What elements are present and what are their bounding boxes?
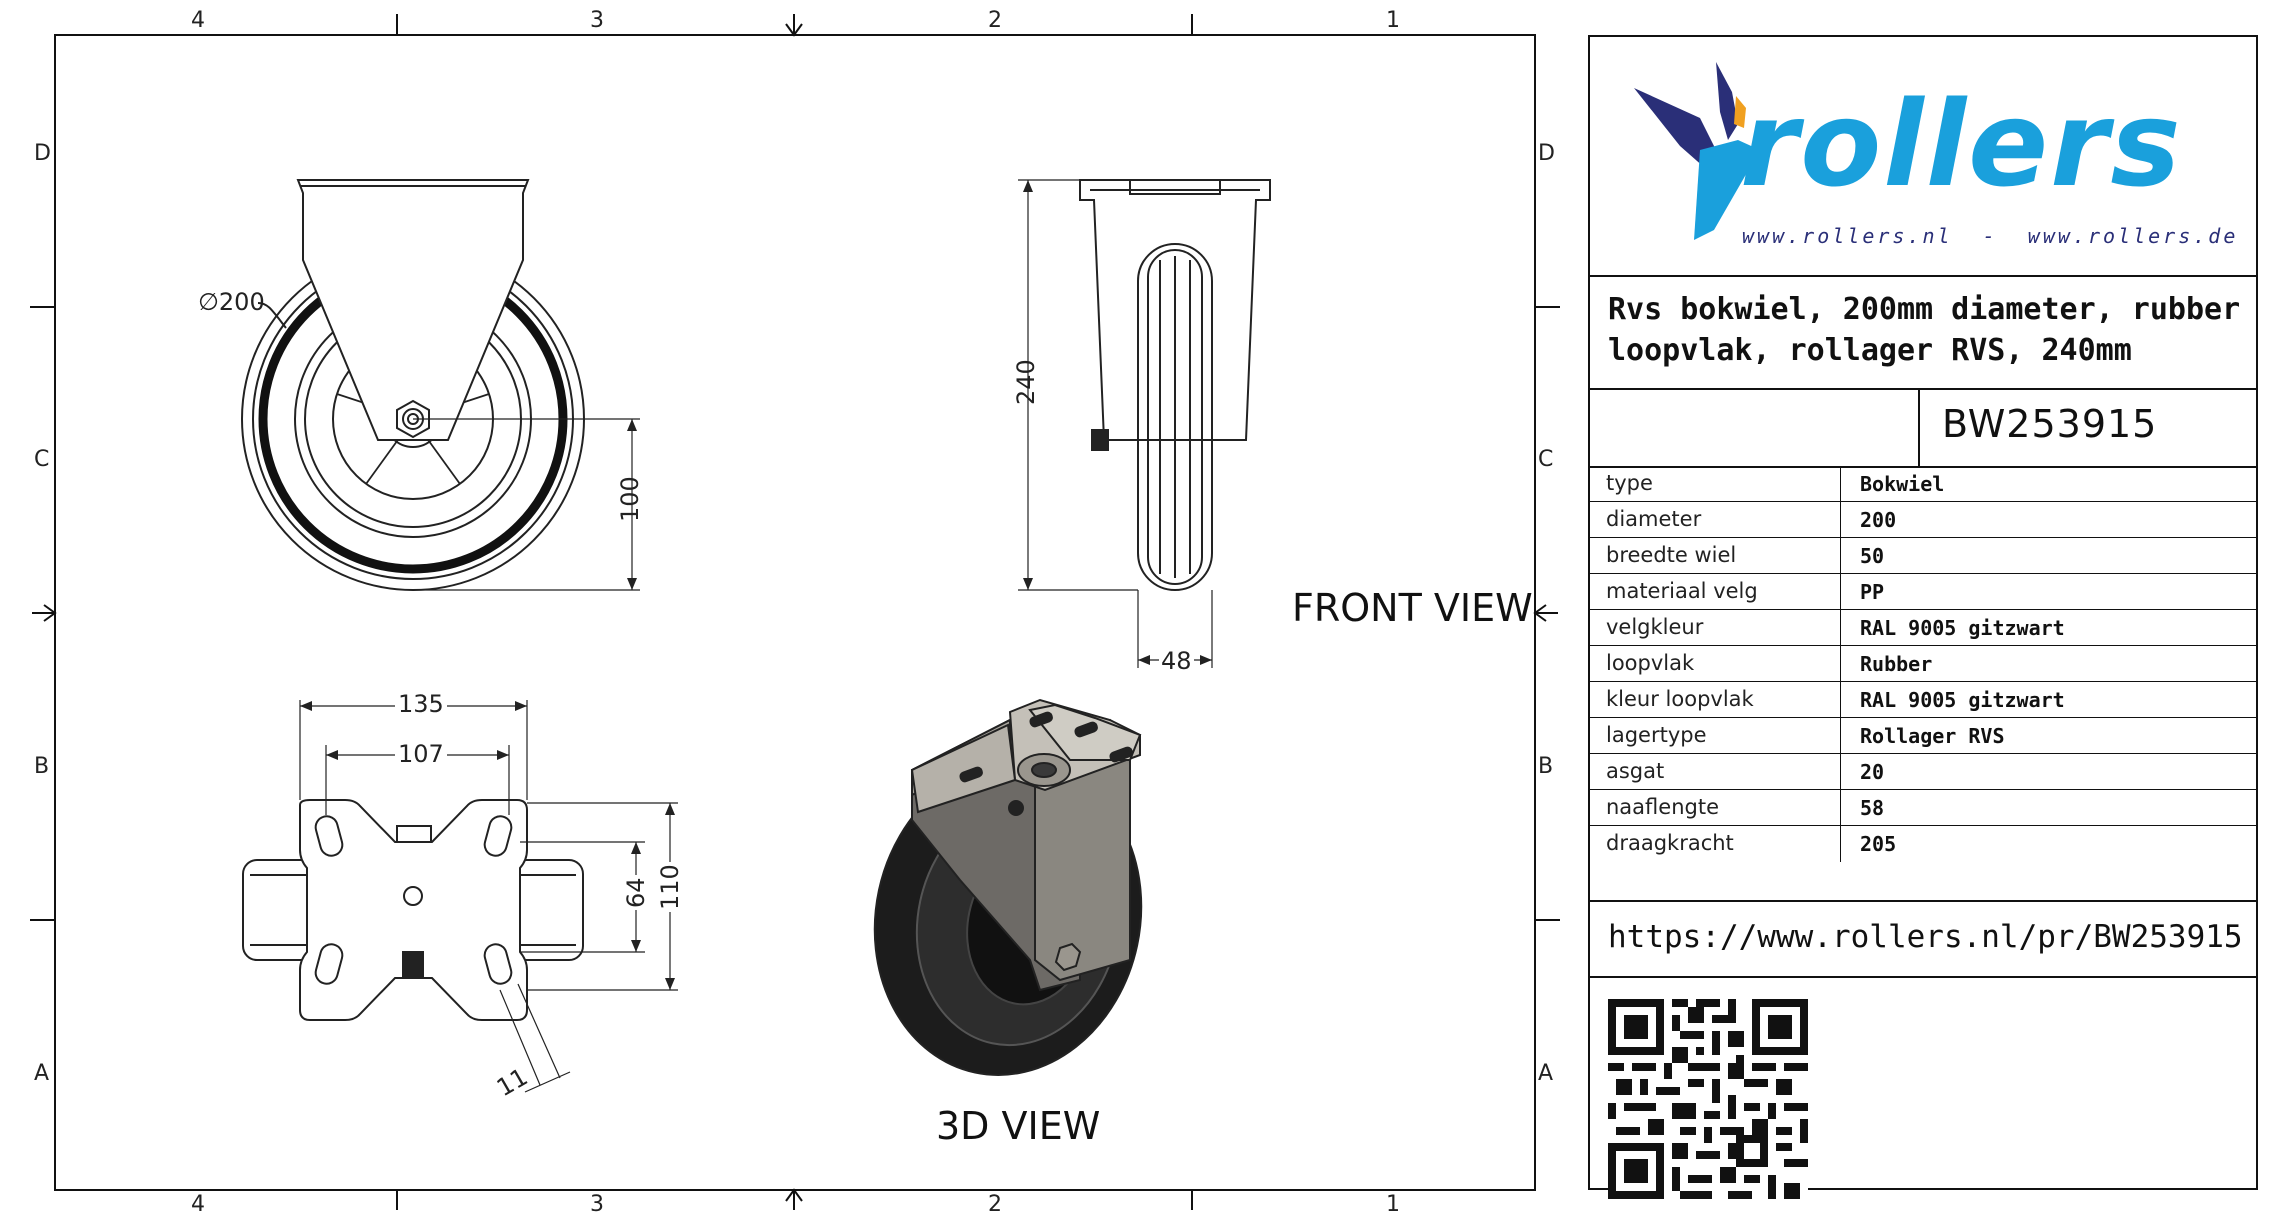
spec-value: RAL 9005 gitzwart — [1860, 688, 2065, 712]
dim-plate-depth: 110 — [656, 862, 684, 912]
product-title-line-2: loopvlak, rollager RVS, 240mm — [1608, 333, 2132, 368]
spec-key: velgkleur — [1606, 615, 1704, 639]
zone-col-3-top: 3 — [590, 8, 604, 33]
spec-value: 20 — [1860, 760, 1885, 784]
side-view-dim-arrows — [627, 419, 637, 590]
zone-col-1-top: 1 — [1386, 8, 1400, 33]
spec-key: materiaal velg — [1606, 579, 1758, 603]
logo-panel: rollers www.rollers.nl - www.rollers.de — [1590, 37, 2256, 277]
iso-view-label: 3D VIEW — [936, 1104, 1101, 1148]
zone-col-2-bottom: 2 — [988, 1192, 1002, 1217]
spec-row: loopvlak Rubber — [1590, 646, 2256, 682]
product-url[interactable]: https://www.rollers.nl/pr/BW253915 — [1590, 900, 2256, 978]
dim-diameter: ∅200 — [198, 288, 265, 316]
front-view-dim-arrows — [1023, 180, 1212, 665]
spec-row: kleur loopvlak RAL 9005 gitzwart — [1590, 682, 2256, 718]
zone-row-b-right: B — [1538, 754, 1554, 779]
spec-row: diameter 200 — [1590, 502, 2256, 538]
zone-ticks — [30, 14, 1560, 1210]
spec-row: materiaal velg PP — [1590, 574, 2256, 610]
zone-col-4-bottom: 4 — [191, 1192, 205, 1217]
spec-value: PP — [1860, 580, 1885, 604]
zone-col-3-bottom: 3 — [590, 1192, 604, 1217]
product-title-line-1: Rvs bokwiel, 200mm diameter, rubber — [1608, 292, 2241, 327]
dim-hole-spacing-y: 64 — [622, 875, 650, 910]
zone-row-d-left: D — [34, 141, 51, 166]
spec-value: 50 — [1860, 544, 1885, 568]
dim-total-height: 240 — [1012, 359, 1040, 405]
center-marks — [32, 14, 1558, 1210]
spec-row: draagkracht 205 — [1590, 826, 2256, 862]
dim-wheel-width: 48 — [1159, 647, 1194, 675]
front-view-label: FRONT VIEW — [1292, 586, 1533, 630]
spec-row: type Bokwiel — [1590, 466, 2256, 502]
zone-row-a-right: A — [1538, 1061, 1554, 1086]
spec-value: 58 — [1860, 796, 1885, 820]
zone-row-a-left: A — [34, 1061, 50, 1086]
spec-value: Rollager RVS — [1860, 724, 2005, 748]
zone-row-b-left: B — [34, 754, 50, 779]
spec-row: breedte wiel 50 — [1590, 538, 2256, 574]
spec-key: loopvlak — [1606, 651, 1695, 675]
spec-value: Bokwiel — [1860, 472, 1945, 496]
spec-key: naaflengte — [1606, 795, 1719, 819]
iso-view — [873, 698, 1143, 1076]
qr-code — [1608, 999, 1808, 1199]
spec-row: lagertype Rollager RVS — [1590, 718, 2256, 754]
article-code-divider — [1918, 390, 1920, 466]
spec-value: RAL 9005 gitzwart — [1860, 616, 2065, 640]
front-view — [1018, 179, 1271, 668]
spec-key: draagkracht — [1606, 831, 1734, 855]
article-code-row: BW253915 — [1590, 390, 2256, 468]
spec-value: 200 — [1860, 508, 1897, 532]
zone-row-c-left: C — [34, 447, 50, 472]
spec-key: kleur loopvlak — [1606, 687, 1754, 711]
side-view — [241, 179, 640, 591]
product-title: Rvs bokwiel, 200mm diameter, rubber loop… — [1590, 275, 2256, 390]
title-block: rollers www.rollers.nl - www.rollers.de … — [1588, 35, 2258, 1199]
spec-row: velgkleur RAL 9005 gitzwart — [1590, 610, 2256, 646]
zone-row-d-right: D — [1538, 141, 1555, 166]
zone-row-c-right: C — [1538, 447, 1554, 472]
spec-key: type — [1606, 471, 1653, 495]
zone-col-1-bottom: 1 — [1386, 1192, 1400, 1217]
rollers-logo — [1634, 62, 1760, 240]
zone-col-4-top: 4 — [191, 8, 205, 33]
brand-wordmark: rollers — [1740, 75, 2183, 213]
spec-value: 205 — [1860, 832, 1897, 856]
dim-hole-spacing-x: 107 — [395, 740, 447, 768]
dim-plate-width: 135 — [395, 690, 447, 718]
top-view-dim-arrows — [300, 701, 675, 990]
brand-websites: www.rollers.nl - www.rollers.de — [1742, 224, 2239, 248]
spec-key: lagertype — [1606, 723, 1707, 747]
spec-row: naaflengte 58 — [1590, 790, 2256, 826]
spec-key: diameter — [1606, 507, 1702, 531]
spec-table: type Bokwiel diameter 200 breedte wiel 50 m… — [1590, 466, 2256, 900]
top-view — [242, 700, 678, 1093]
spec-key: breedte wiel — [1606, 543, 1737, 567]
article-code: BW253915 — [1942, 402, 2158, 446]
spec-value: Rubber — [1860, 652, 1933, 676]
dim-axle-height: 100 — [616, 476, 644, 522]
spec-row: asgat 20 — [1590, 754, 2256, 790]
zone-col-2-top: 2 — [988, 8, 1002, 33]
spec-key: asgat — [1606, 759, 1665, 783]
